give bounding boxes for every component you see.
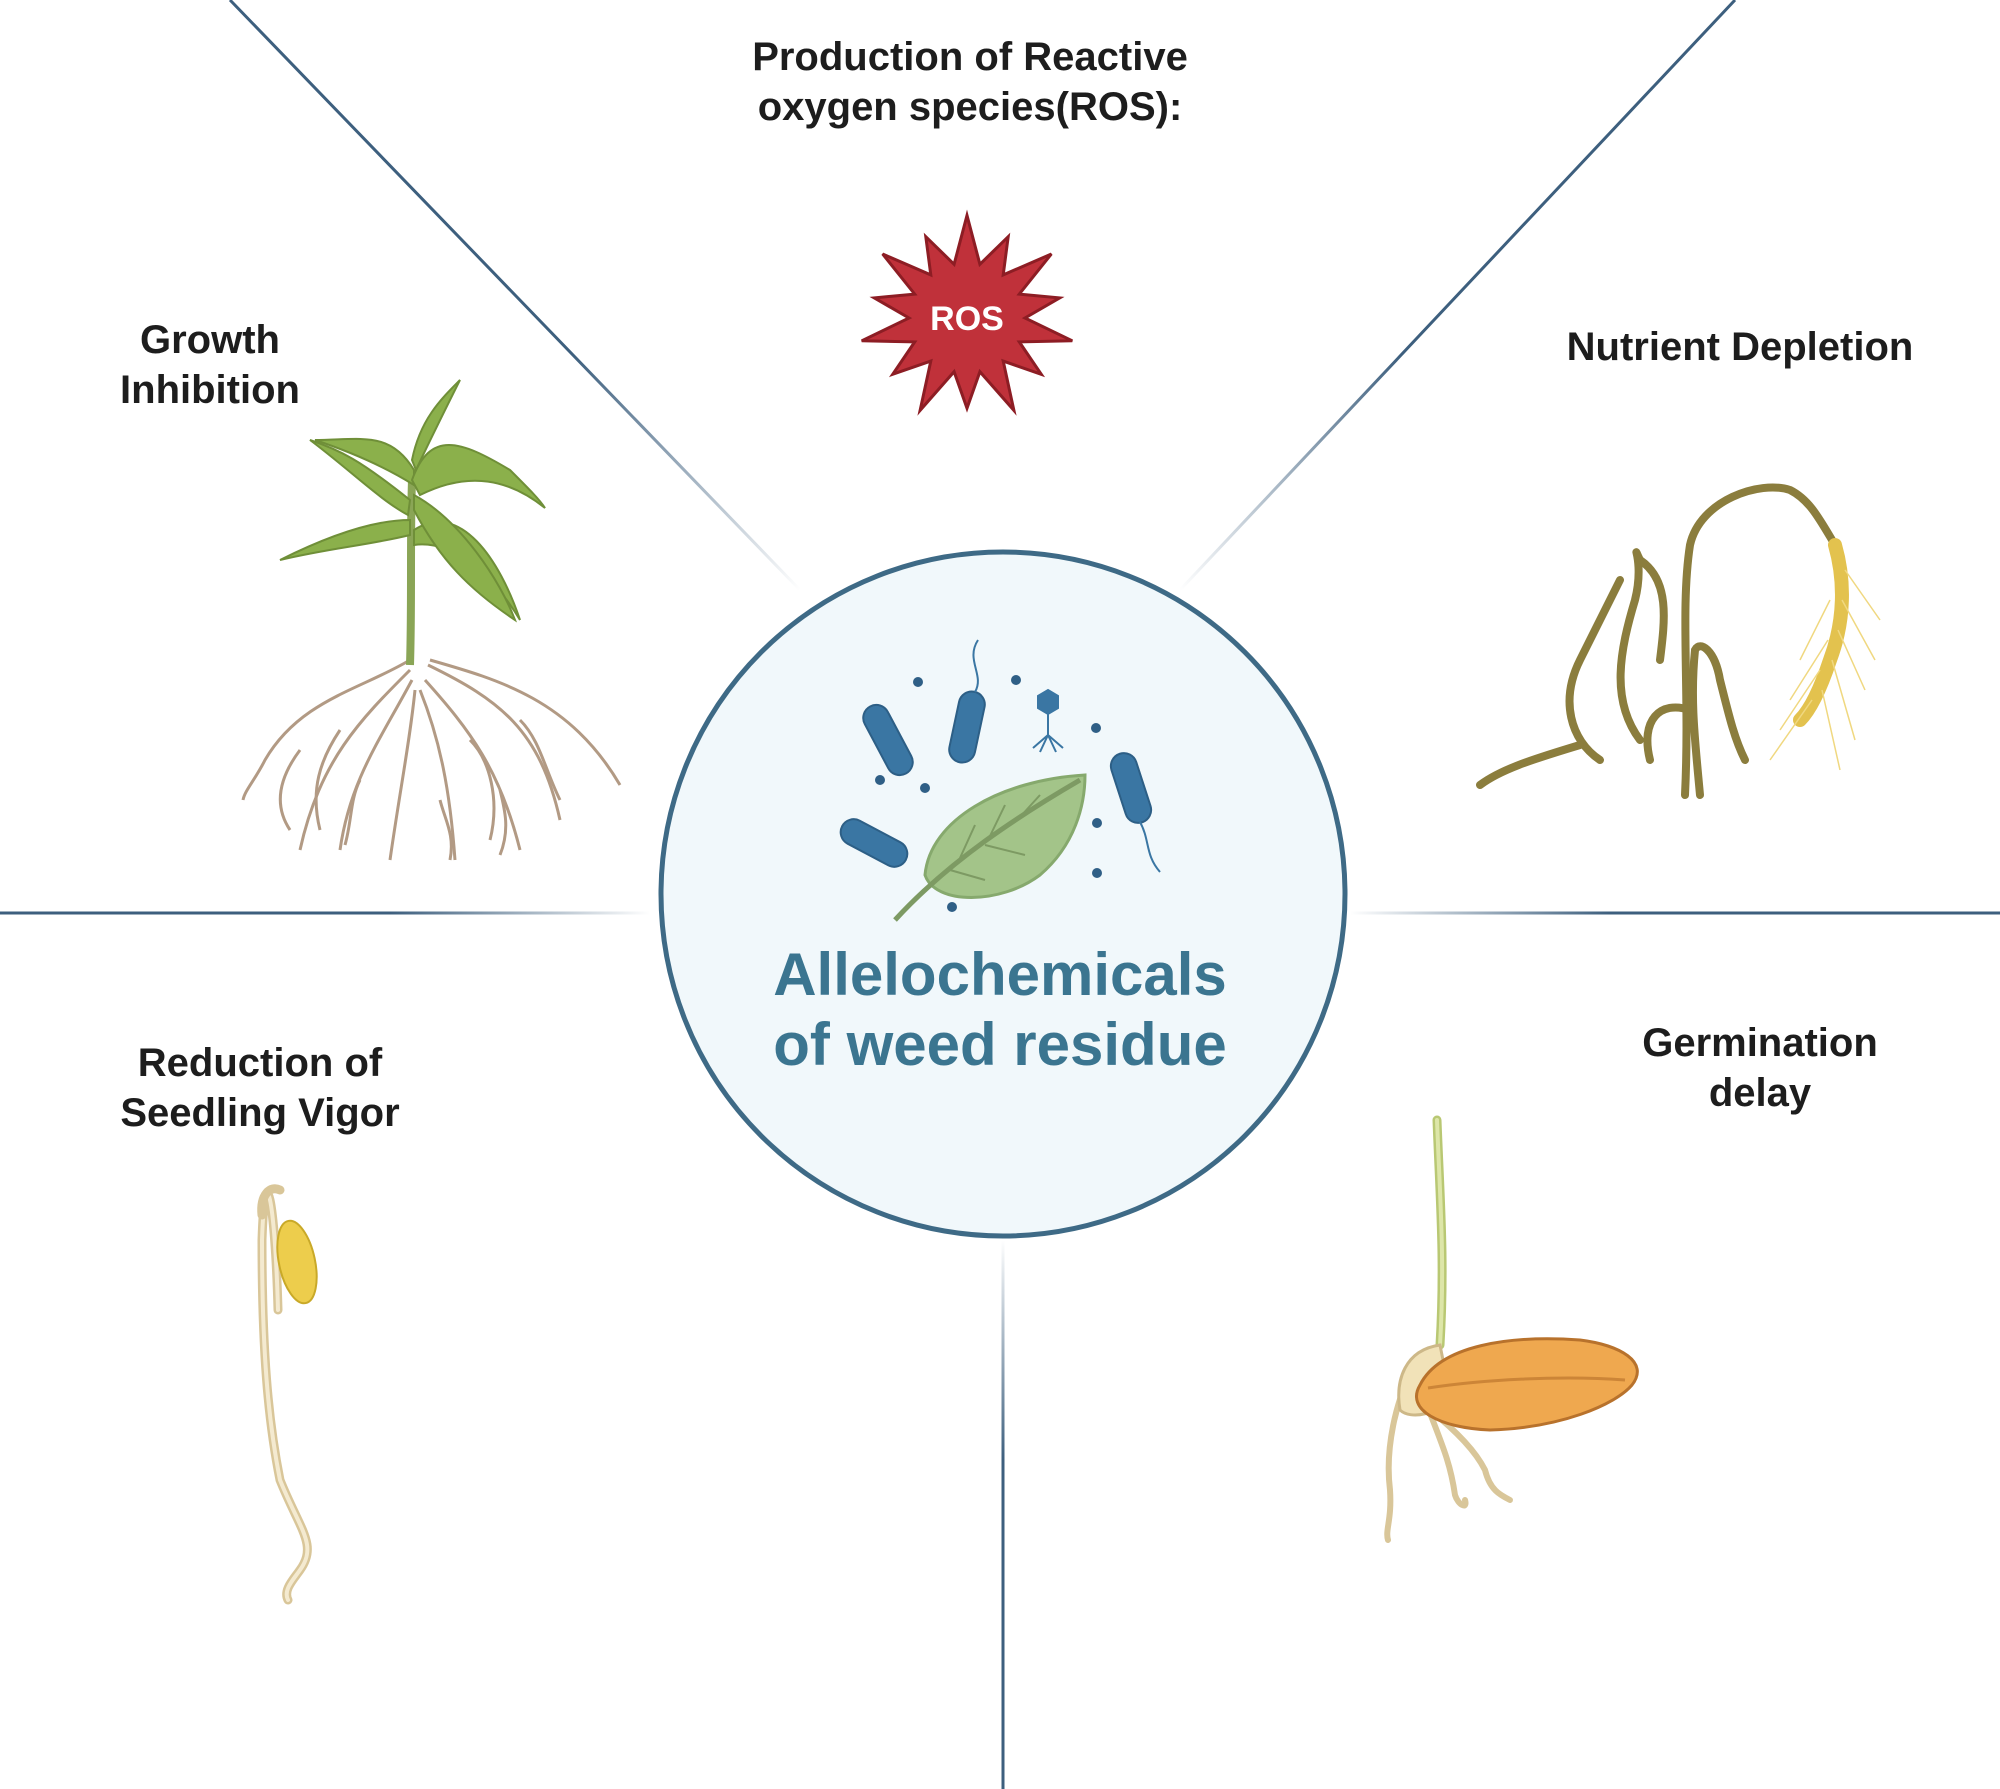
roots — [241, 658, 622, 861]
leaves — [279, 379, 546, 623]
label-growth-inhibition: Growth Inhibition — [120, 318, 300, 412]
label-seedling-vigor: Reduction of Seedling Vigor — [120, 1041, 400, 1135]
seed-head-icon — [1769, 538, 1881, 771]
leaf-icon — [893, 773, 1087, 922]
germinating-seed-icon — [1384, 1115, 1639, 1543]
stem — [406, 479, 416, 666]
weak-seedling-icon — [257, 1184, 318, 1605]
phage-icon — [1032, 688, 1064, 753]
flagella — [972, 639, 1161, 873]
divider-upper-left — [228, 0, 802, 592]
divider-upper-right — [1178, 0, 1737, 592]
seed-coat — [1415, 1337, 1639, 1432]
label-nutrient-depletion: Nutrient Depletion — [1566, 325, 1914, 369]
center-title: Allelochemicals of weed residue — [773, 941, 1227, 1078]
label-ros: Production of Reactive oxygen species(RO… — [752, 35, 1188, 129]
plant-with-roots-icon — [241, 379, 622, 861]
dots — [875, 675, 1102, 912]
bacteria-icon — [839, 690, 1153, 868]
ros-starburst-icon: ROS — [861, 209, 1073, 416]
microbes-leaf-icon — [839, 639, 1161, 922]
cotyledon — [276, 1219, 318, 1305]
ros-badge: ROS — [930, 300, 1004, 338]
label-germination-delay: Germination delay — [1642, 1021, 1878, 1115]
wilted-grass-icon — [1476, 483, 1839, 799]
